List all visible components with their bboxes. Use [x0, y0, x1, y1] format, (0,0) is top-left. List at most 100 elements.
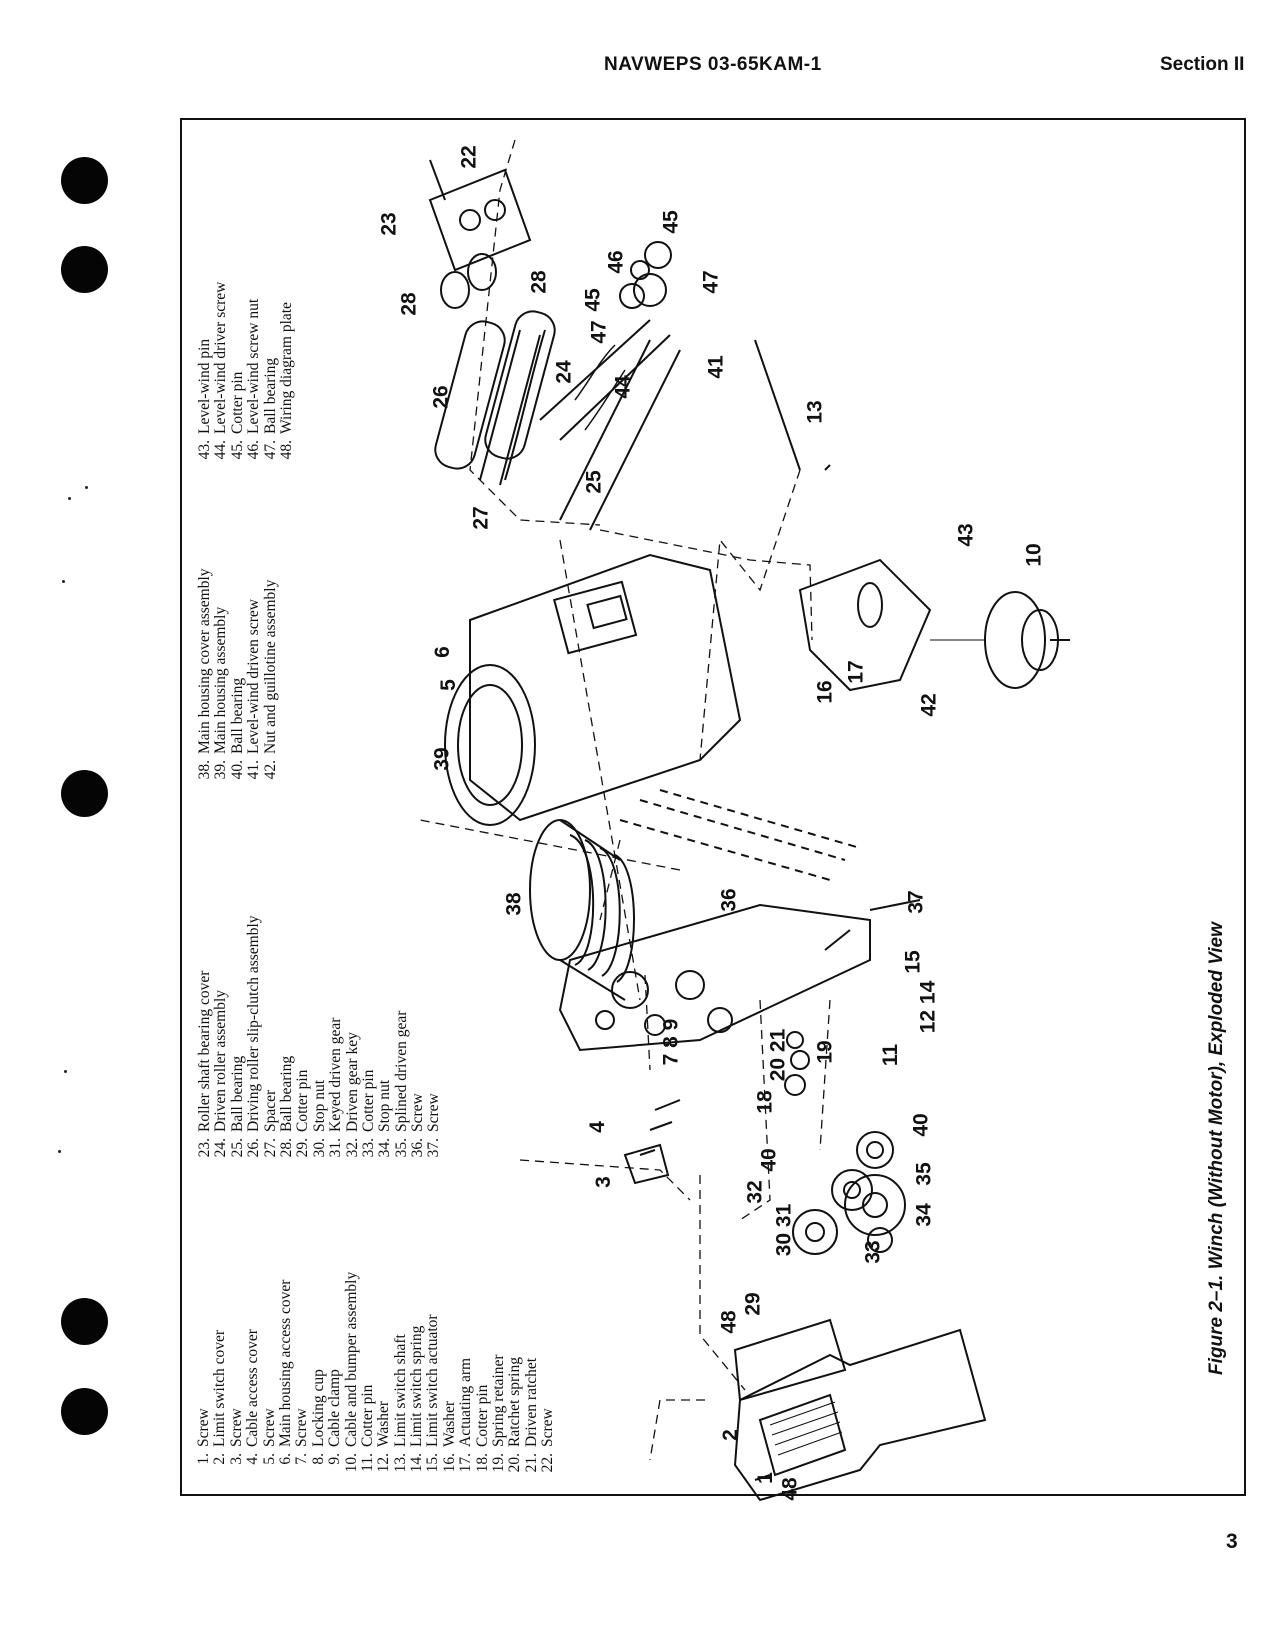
parts-list-item: 35.Splined driven gear	[392, 1010, 410, 1158]
callout-label: 28	[397, 292, 421, 316]
parts-list-item: 18.Cotter pin	[473, 1384, 491, 1473]
parts-list-item: 26.Driving roller slip-clutch assembly	[245, 915, 263, 1158]
callout-label: 38	[502, 892, 526, 916]
callout-label: 13	[803, 400, 827, 424]
parts-list-item: 46.Level-wind screw nut	[245, 298, 263, 460]
parts-list-item: 30.Stop nut	[310, 1079, 328, 1158]
figure-caption: Figure 2–1. Winch (Without Motor), Explo…	[1206, 922, 1227, 1375]
parts-list-item: 44.Level-wind driver screw	[212, 281, 230, 460]
parts-list-item: 34.Stop nut	[376, 1079, 394, 1158]
parts-list-item: 25.Ball bearing	[228, 1055, 246, 1158]
parts-list-column-4: 43.Level-wind pin 44.Level-wind driver s…	[196, 281, 295, 470]
parts-list-item: 29.Cotter pin	[294, 1069, 312, 1158]
parts-list-item: 16.Washer	[440, 1400, 458, 1473]
parts-list-item: 17.Actuating arm	[457, 1357, 475, 1473]
parts-list-column-1: 1.Screw 2.Limit switch cover 3.Screw 4.C…	[195, 1271, 557, 1483]
callout-label: 34	[912, 1203, 936, 1227]
parts-list-item: 43.Level-wind pin	[196, 338, 213, 460]
parts-list-item: 11.Cotter pin	[358, 1384, 376, 1472]
parts-list-item: 14.Limit switch spring	[408, 1325, 426, 1473]
parts-list-item: 19.Spring retainer	[490, 1354, 508, 1473]
callout-label: 1	[753, 1472, 777, 1484]
parts-list-item: 41.Level-wind driven screw	[245, 599, 263, 780]
binder-hole	[61, 1388, 108, 1435]
callout-label: 18	[753, 1090, 777, 1114]
page-number: 3	[1226, 1530, 1238, 1553]
callout-label: 42	[917, 693, 941, 717]
binder-hole	[61, 1298, 108, 1345]
parts-list-item: 22.Screw	[539, 1408, 557, 1473]
callout-label: 44	[611, 375, 635, 399]
binder-hole	[61, 157, 108, 204]
speck	[62, 580, 65, 583]
callout-label: 32	[743, 1180, 767, 1204]
callout-label: 45	[659, 210, 683, 234]
callout-label: 25	[582, 470, 606, 494]
callout-label: 6	[430, 646, 454, 658]
document-number: NAVWEPS 03-65KAM-1	[604, 54, 822, 75]
callout-label: 26	[429, 385, 453, 409]
speck	[68, 497, 71, 500]
callout-label: 35	[912, 1162, 936, 1186]
callout-label: 5	[436, 679, 460, 691]
callout-label: 16	[813, 680, 837, 704]
parts-list-column-3: 38.Main housing cover assembly 39.Main h…	[196, 568, 279, 790]
speck	[58, 1150, 61, 1153]
parts-list-item: 47.Ball bearing	[261, 357, 279, 460]
callout-label: 33	[861, 1240, 885, 1264]
callout-label: 24	[552, 360, 576, 384]
callout-label: 47	[587, 320, 611, 344]
callout-label: 30 31	[772, 1203, 796, 1257]
parts-list-item: 42.Nut and guillotine assembly	[261, 579, 279, 780]
callout-label: 20 21	[766, 1028, 790, 1082]
callout-label: 2	[718, 1429, 742, 1441]
callout-label: 11	[879, 1043, 903, 1067]
callout-label: 41	[704, 355, 728, 379]
parts-list-item: 33.Cotter pin	[359, 1069, 377, 1158]
figure-frame	[180, 118, 1246, 1496]
parts-list-item: 10.Cable and bumper assembly	[342, 1271, 360, 1473]
callout-label: 47	[699, 270, 723, 294]
parts-list-item: 5.Screw	[260, 1408, 278, 1465]
callout-label: 48	[717, 1310, 741, 1334]
callout-label: 40	[757, 1148, 781, 1172]
callout-label: 22	[457, 145, 481, 169]
callout-label: 29	[741, 1292, 765, 1316]
callout-label: 40	[909, 1113, 933, 1137]
binder-hole	[61, 770, 108, 817]
section-label: Section II	[1160, 54, 1245, 75]
parts-list-item: 37.Screw	[425, 1093, 443, 1158]
parts-list-item: 24.Driven roller assembly	[212, 989, 230, 1158]
parts-list-item: 20.Ratchet spring	[506, 1357, 524, 1473]
parts-list-item: 3.Screw	[227, 1408, 245, 1465]
callout-label: 17	[844, 660, 868, 684]
parts-list-item: 4.Cable access cover	[244, 1329, 262, 1465]
parts-list-item: 27.Spacer	[261, 1089, 279, 1158]
parts-list-item: 12.Washer	[375, 1400, 393, 1473]
parts-list-item: 40.Ball bearing	[228, 677, 246, 780]
speck	[64, 1070, 67, 1073]
parts-list-item: 45.Cotter pin	[228, 371, 246, 460]
callout-label: 39	[430, 747, 454, 771]
binder-hole	[61, 246, 108, 293]
parts-list-item: 38.Main housing cover assembly	[196, 568, 213, 780]
callout-label: 10	[1022, 543, 1046, 567]
parts-list-column-2: 23.Roller shaft bearing cover 24.Driven …	[196, 915, 443, 1168]
parts-list-item: 36.Screw	[409, 1093, 427, 1158]
callout-label: 45	[581, 288, 605, 312]
callout-label: 7 8 9	[659, 1018, 683, 1066]
parts-list-item: 9.Cable clamp	[326, 1369, 344, 1465]
callout-label: 36	[717, 888, 741, 912]
callout-label: 3	[591, 1176, 615, 1188]
callout-label: 23	[377, 212, 401, 236]
callout-label: 37	[904, 890, 928, 914]
parts-list-item: 1.Screw	[195, 1408, 212, 1465]
callout-label: 19	[813, 1040, 837, 1064]
callout-label: 27	[469, 506, 493, 530]
callout-label: 4	[585, 1121, 609, 1133]
parts-list-item: 7.Screw	[293, 1408, 311, 1465]
callout-label: 12 14	[916, 980, 940, 1034]
parts-list-item: 15.Limit switch actuator	[424, 1314, 442, 1473]
parts-list-item: 39.Main housing assembly	[212, 606, 230, 780]
callout-label: 48	[778, 1477, 802, 1501]
